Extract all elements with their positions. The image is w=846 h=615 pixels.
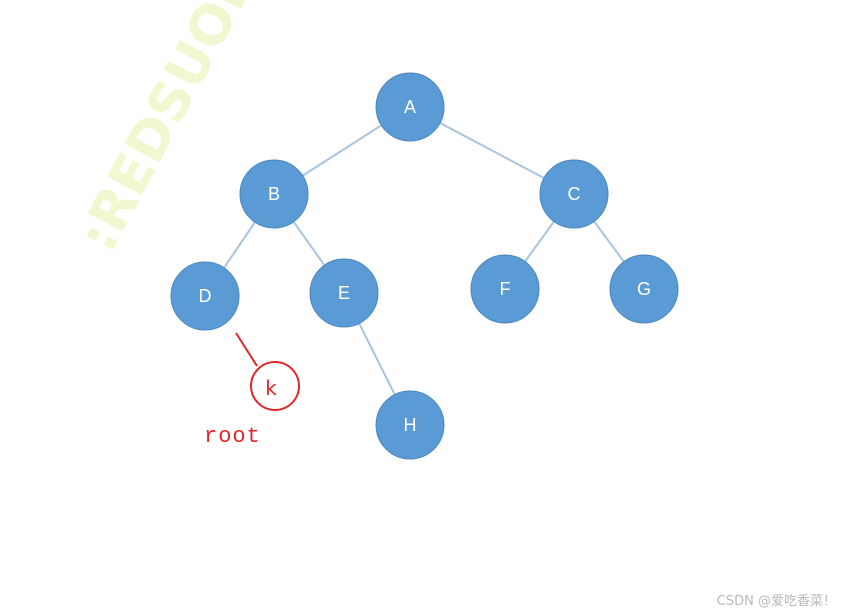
node-circle-d bbox=[170, 261, 240, 331]
node-circle-e bbox=[309, 258, 379, 328]
node-label-e: E bbox=[338, 283, 350, 303]
node-circle-g bbox=[609, 254, 679, 324]
tree-node-c: C bbox=[539, 159, 609, 229]
k-annotation: k bbox=[235, 332, 300, 411]
node-label-f: F bbox=[500, 279, 511, 299]
tree-node-a: A bbox=[375, 72, 445, 142]
credit-watermark: CSDN @爱吃香菜！ bbox=[716, 594, 836, 609]
tree-node-d: D bbox=[170, 261, 240, 331]
tree-nodes: A B C D E F G H bbox=[170, 72, 679, 460]
node-circle-h bbox=[375, 390, 445, 460]
node-label-g: G bbox=[637, 279, 651, 299]
k-pointer-line bbox=[235, 332, 258, 367]
tree-node-g: G bbox=[609, 254, 679, 324]
node-circle-b bbox=[239, 159, 309, 229]
node-label-a: A bbox=[404, 97, 416, 117]
node-circle-f bbox=[470, 254, 540, 324]
node-label-h: H bbox=[404, 415, 417, 435]
tree-node-f: F bbox=[470, 254, 540, 324]
node-label-d: D bbox=[199, 286, 212, 306]
k-circle bbox=[250, 361, 300, 411]
node-label-b: B bbox=[268, 184, 280, 204]
k-label: k bbox=[265, 376, 277, 400]
root-label: root bbox=[204, 424, 261, 449]
node-circle-a bbox=[375, 72, 445, 142]
watermark: :REDSUOII bbox=[66, 0, 269, 261]
tree-node-e: E bbox=[309, 258, 379, 328]
tree-node-b: B bbox=[239, 159, 309, 229]
tree-node-h: H bbox=[375, 390, 445, 460]
node-circle-c bbox=[539, 159, 609, 229]
node-label-c: C bbox=[568, 184, 581, 204]
